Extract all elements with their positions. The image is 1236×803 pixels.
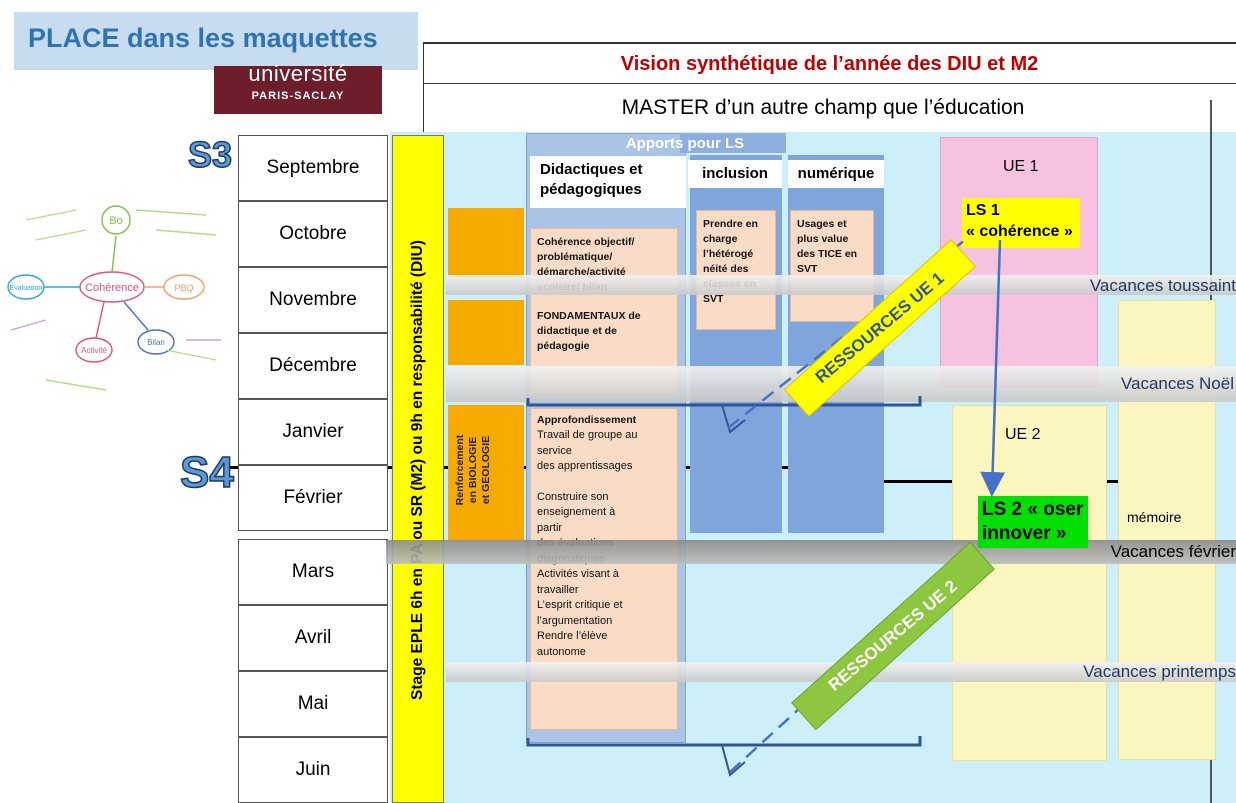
ls2-line2: innover » <box>982 523 1067 544</box>
month-row: Juin <box>238 737 388 803</box>
vacances-noel-label: Vacances Noël <box>1120 374 1234 393</box>
month-row: Février <box>238 465 388 531</box>
stage-bar <box>392 135 444 803</box>
month-row: Mai <box>238 671 388 737</box>
bracket-s4 <box>526 736 922 747</box>
month-row: Avril <box>238 605 388 671</box>
bracket-s4-notch <box>721 744 746 777</box>
approfondissement-line: l’argumentation <box>537 614 613 627</box>
approfondissement-title: Approfondissement <box>537 414 637 426</box>
coherence-mindmap-sketch: Cohérence Bo PBQ Évaluation Activité Bil… <box>6 190 230 410</box>
bracket-s3-notch <box>721 404 746 434</box>
approfondissement-line: partir <box>537 521 563 534</box>
ls1-to-ls2-arrow <box>980 239 1006 497</box>
inclusion-header: inclusion <box>688 160 782 188</box>
month-row: Octobre <box>238 201 388 267</box>
approfondissement-line: Activités visant à <box>537 568 619 580</box>
renforcement-block <box>448 405 524 540</box>
ls2-line1: LS 2 « oser <box>982 499 1084 520</box>
vacances-fevrier-band <box>386 540 1236 564</box>
header-subtitle: MASTER d’un autre champ que l’éducation <box>621 96 1025 119</box>
sketch-activite: Activité <box>81 346 107 355</box>
ls1-label: LS 1 « cohérence » <box>962 198 1080 248</box>
approfondissement-line: travailler <box>537 583 579 596</box>
header-title: Vision synthétique de l’année des DIU et… <box>423 44 1236 84</box>
numerique-header: numérique <box>788 160 884 188</box>
approfondissement-line: L’esprit critique et <box>537 599 623 611</box>
apports-title: Apports pour LS <box>625 135 745 152</box>
bracket-s3 <box>526 396 922 407</box>
ue2-label: UE 2 <box>1005 426 1041 443</box>
month-row: Mars <box>238 539 388 605</box>
orange-block-decembre <box>448 300 524 365</box>
approfondissement-line: Construire son <box>537 490 609 503</box>
numerique-text: Usages et plus value des TICE en SVT <box>797 218 858 275</box>
sketch-bo: Bo <box>109 215 122 227</box>
vacances-toussaint-label: Vacances toussaint <box>1089 276 1236 295</box>
approfondissement-line: Travail de groupe au <box>537 429 638 441</box>
orange-block-octobre <box>448 208 524 278</box>
approfondissement-line: autonome <box>537 645 586 658</box>
vacances-fevrier-label: Vacances février <box>1110 542 1236 561</box>
vacances-printemps-label: Vacances printemps <box>1083 662 1236 681</box>
memoire-label: mémoire <box>1127 509 1182 525</box>
month-row: Décembre <box>238 333 388 399</box>
approfondissement-line: Rendre l’élève <box>537 630 608 642</box>
numerique-box: Usages et plus value des TICE en SVT <box>790 210 874 322</box>
logo-line2: PARIS-SACLAY <box>251 90 345 102</box>
sketch-center: Cohérence <box>85 282 139 294</box>
header-frame <box>423 42 1236 132</box>
semester-s3-label: S3 <box>187 133 233 176</box>
fondamentaux-text: FONDAMENTAUX de didactique et de pédagog… <box>537 310 641 352</box>
ressources-ue2-banner <box>791 541 995 731</box>
month-row: Janvier <box>238 399 388 465</box>
university-logo: université PARIS-SACLAY <box>214 62 382 114</box>
ls1-line1: LS 1 <box>966 202 1000 219</box>
ls2-label: LS 2 « oser innover » <box>978 496 1088 548</box>
ressources-ue1-banner <box>784 238 976 418</box>
month-row: Septembre <box>238 135 388 201</box>
sketch-pbq: PBQ <box>174 283 193 293</box>
approfondissement-line: des apprentissages <box>537 460 633 472</box>
sketch-evaluation: Évaluation <box>10 283 43 292</box>
apports-header-bar <box>680 133 786 153</box>
ue1-label: UE 1 <box>1003 158 1039 175</box>
month-row: Novembre <box>238 267 388 333</box>
sketch-bilan: Bilan <box>147 338 165 347</box>
approfondissement-line: service <box>537 444 572 457</box>
ls1-line2: « cohérence » <box>966 223 1073 240</box>
approfondissement-line: enseignement à <box>537 506 616 518</box>
vacances-toussaint-band <box>446 275 1236 295</box>
didactiques-header: Didactiques et pédagogiques <box>530 156 686 208</box>
semester-s4-label: S4 <box>179 447 234 498</box>
logo-line1: université <box>248 61 348 86</box>
page-title: PLACE dans les maquettes <box>14 12 418 70</box>
